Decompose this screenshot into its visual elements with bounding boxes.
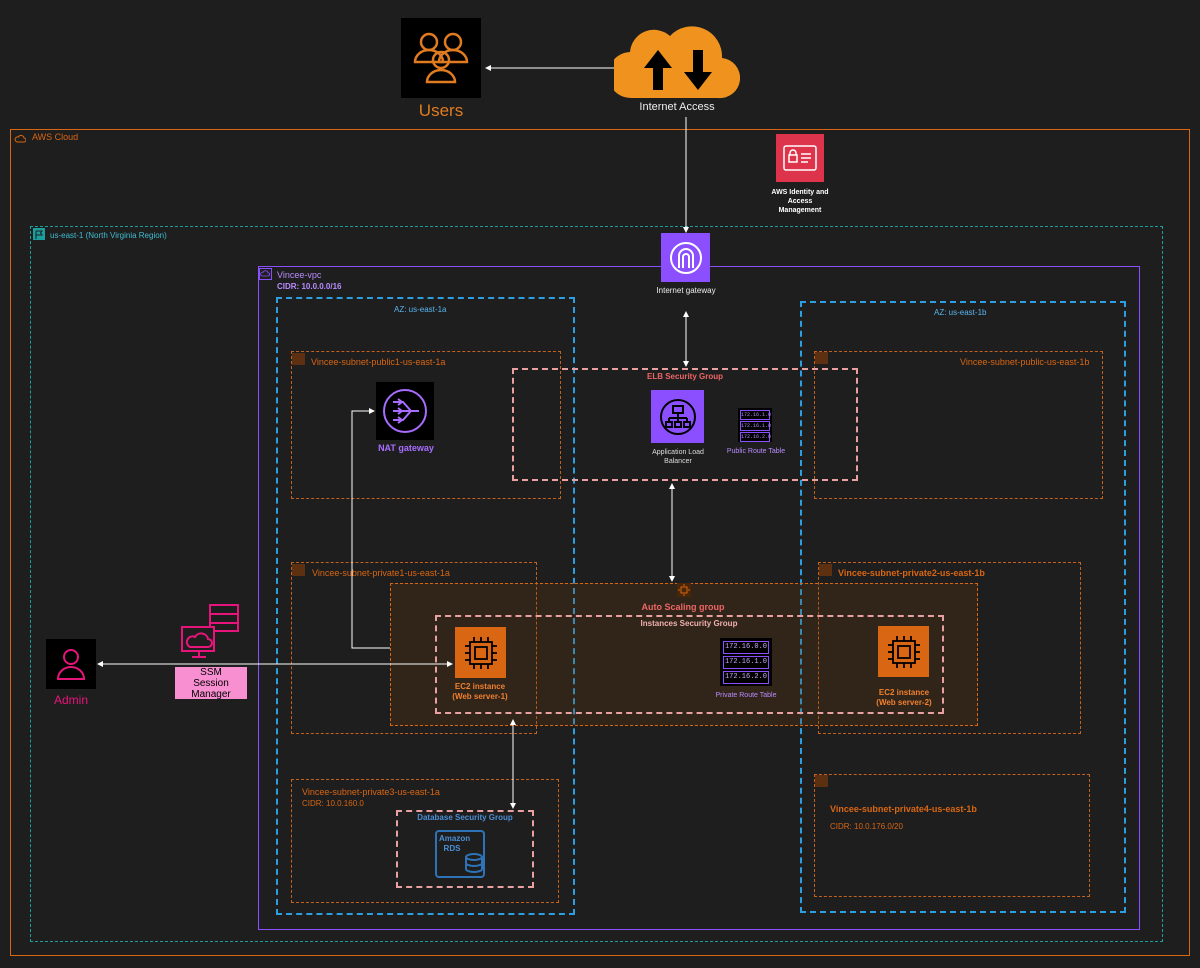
subnet-lock-icon: [815, 352, 828, 364]
subnet-public1-container: [291, 351, 561, 499]
subnet-private3-container: [291, 779, 559, 903]
internet-cloud-icon: [607, 10, 741, 100]
nat-gateway-icon: [376, 382, 434, 440]
asg-label: Auto Scaling group: [641, 602, 725, 612]
subnet-private2-label: Vincee-subnet-private2-us-east-1b: [838, 568, 985, 578]
route-row: 172.16.2.0: [740, 432, 772, 442]
subnet-private1-container: [291, 562, 537, 734]
subnet-public-b-container: [814, 351, 1103, 499]
subnet-private1-label: Vincee-subnet-private1-us-east-1a: [312, 568, 450, 578]
ssm-label: SSM Session Manager: [191, 666, 231, 700]
private-rt-label: Private Route Table: [715, 692, 777, 699]
admin-user-icon: [46, 639, 96, 689]
public-rt-label: Public Route Table: [726, 448, 786, 455]
ec2-2-sublabel: (Web server-2): [876, 698, 932, 707]
vpc-cidr: CIDR: 10.0.0.0/16: [277, 282, 342, 291]
auto-scaling-icon: [677, 583, 691, 597]
instances-sg-label: Instances Security Group: [640, 619, 738, 628]
route-table-icon: 172.16.0.0 172.16.1.0 172.16.2.0: [720, 638, 772, 686]
route-row: 172.16.0.0: [723, 641, 769, 654]
rds-icon: Amazon RDS: [434, 829, 486, 879]
internet-label: Internet Access: [639, 101, 715, 113]
route-row: 172.16.2.0: [723, 671, 769, 684]
region-flag-icon: [33, 228, 45, 240]
internet-gateway-icon: [661, 233, 710, 282]
subnet-public1-label: Vincee-subnet-public1-us-east-1a: [311, 357, 446, 367]
admin-label: Admin: [53, 693, 88, 707]
az-b-container: [800, 301, 1126, 913]
subnet-public-b-label: Vincee-subnet-public-us-east-1b: [960, 357, 1090, 367]
alb-label: Application Load Balancer: [652, 449, 704, 465]
vpc-label: Vincee-vpc: [277, 270, 322, 280]
subnet-lock-icon: [815, 775, 828, 787]
ec2-instance-icon: [878, 626, 929, 677]
route-row: 172.16.1.0: [740, 421, 772, 431]
subnet-private4-label: Vincee-subnet-private4-us-east-1b: [830, 804, 977, 814]
ec2-1-label: EC2 instance: [454, 682, 506, 691]
subnet-lock-icon: [292, 353, 305, 365]
elb-sg-label: ELB Security Group: [646, 372, 723, 381]
vpc-cloud-icon: [259, 267, 272, 280]
load-balancer-icon: [651, 390, 704, 443]
iam-icon: [776, 134, 824, 182]
ec2-2-label: EC2 instance: [878, 688, 930, 697]
elb-security-group: [512, 368, 858, 481]
subnet-private4-container: [814, 774, 1090, 897]
az-b-label: AZ: us-east-1b: [934, 308, 987, 317]
aws-cloud-container: [10, 129, 1190, 956]
subnet-private3-label: Vincee-subnet-private3-us-east-1a: [302, 787, 440, 797]
route-row: 172.16.1.0: [723, 656, 769, 669]
subnet-private3-cidr: CIDR: 10.0.160.0: [302, 799, 364, 808]
route-table-icon: 172.16.1.0 172.16.1.0 172.16.2.0: [738, 408, 772, 442]
ssm-label-box: SSM Session Manager: [175, 666, 247, 700]
subnet-private4-cidr: CIDR: 10.0.176.0/20: [830, 822, 903, 831]
subnet-lock-icon: [819, 564, 832, 576]
aws-cloud-icon: [14, 131, 27, 143]
db-sg-label: Database Security Group: [417, 813, 513, 822]
iam-label: AWS Identity and Access Management: [771, 189, 829, 214]
nat-label: NAT gateway: [378, 443, 434, 453]
region-label: us-east-1 (North Virginia Region): [50, 231, 167, 240]
az-a-label: AZ: us-east-1a: [394, 305, 447, 314]
ec2-instance-icon: [455, 627, 506, 678]
users-icon: [401, 18, 481, 98]
database-security-group: [396, 810, 534, 888]
subnet-private2-container: [818, 562, 1081, 734]
ssm-session-manager-icon: [180, 603, 242, 665]
rds-label: Amazon RDS: [439, 834, 471, 853]
route-row: 172.16.1.0: [740, 410, 772, 420]
region-container: [30, 226, 1163, 942]
aws-cloud-label: AWS Cloud: [32, 132, 79, 142]
users-label: Users: [418, 101, 464, 120]
az-a-container: [276, 297, 575, 915]
subnet-lock-icon: [292, 564, 305, 576]
igw-label: Internet gateway: [656, 286, 716, 295]
ec2-1-sublabel: (Web server-1): [452, 692, 508, 701]
